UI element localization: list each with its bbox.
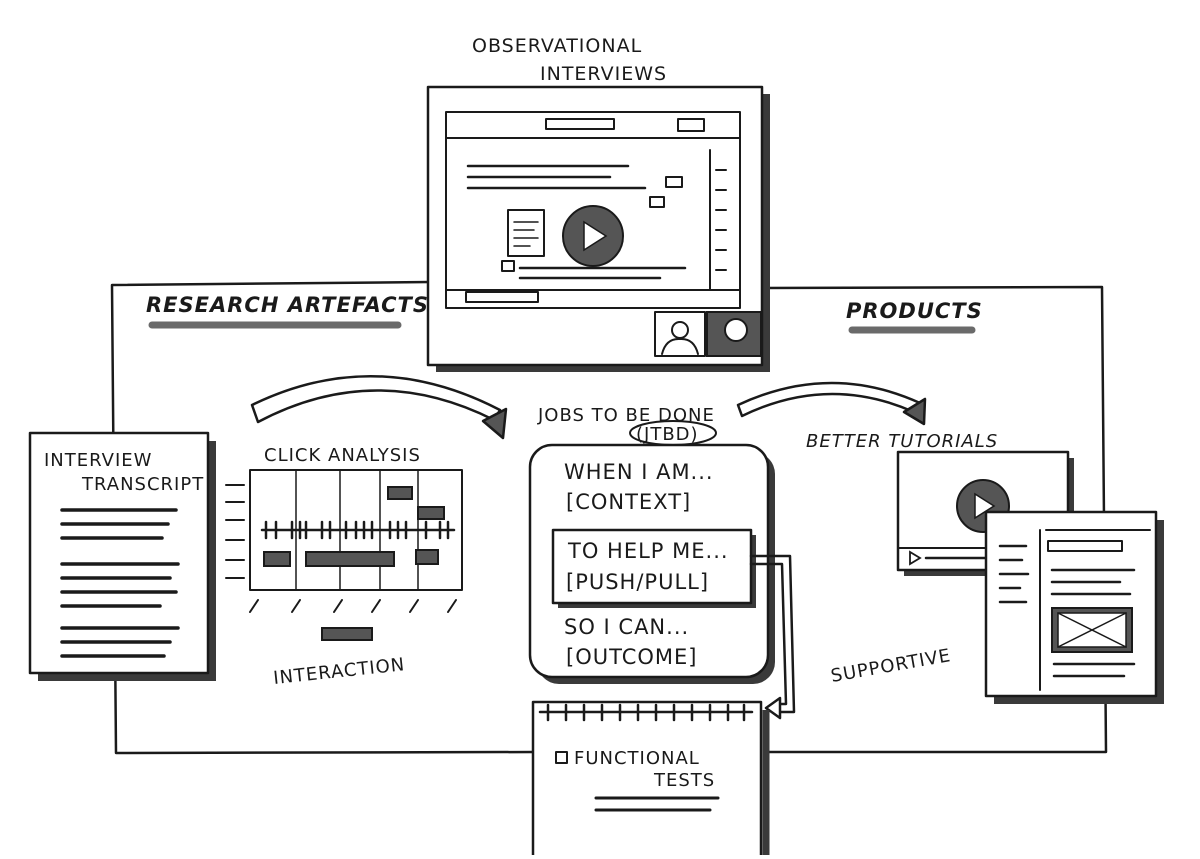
jtbd-help-box [551, 528, 753, 605]
research-artefacts-heading: RESEARCH ARTEFACTS [146, 293, 429, 317]
jtbd-abbr: (JTBD) [636, 424, 699, 445]
observational-title-line1: OBSERVATIONAL [472, 35, 642, 57]
arrow-jtbd-to-products [736, 381, 927, 426]
tutorial-docs-page [984, 510, 1158, 698]
click-analysis-caption: INTERACTION [272, 654, 406, 689]
play-icon [562, 205, 624, 267]
supportive-label: SUPPORTIVE [829, 645, 952, 687]
jtbd-push-pull: [PUSH/PULL] [566, 570, 709, 594]
person-icon [661, 321, 699, 355]
transcript-title-line2: TRANSCRIPT [81, 474, 204, 495]
jtbd-context: [CONTEXT] [566, 490, 691, 514]
notepad-page [531, 700, 763, 859]
functional-tests-notepad: FUNCTIONAL TESTS [531, 700, 770, 859]
transcript-page [28, 431, 210, 675]
jtbd-outcome: [OUTCOME] [566, 645, 697, 669]
products-heading: PRODUCTS [846, 299, 983, 323]
functional-tests-line1: FUNCTIONAL [574, 748, 700, 769]
camera-icon [724, 318, 748, 342]
checkbox-icon [555, 751, 568, 764]
image-placeholder-icon [1051, 607, 1133, 653]
better-tutorials-title: BETTER TUTORIALS [806, 431, 998, 452]
notepad-binding [538, 703, 754, 722]
better-tutorials: BETTER TUTORIALS [806, 431, 1164, 704]
arrow-jtbd-to-tests [749, 554, 796, 720]
interview-transcript: INTERVIEW TRANSCRIPT [28, 431, 216, 681]
click-analysis: CLICK ANALYSIS INTERACTION [225, 445, 463, 689]
transcript-title-line1: INTERVIEW [44, 450, 152, 471]
arrow-artefacts-to-jtbd [250, 374, 508, 440]
jtbd-so: SO I CAN... [564, 615, 689, 639]
click-analysis-title: CLICK ANALYSIS [264, 445, 421, 466]
jtbd: JOBS TO BE DONE (JTBD) WHEN I AM... [CON… [528, 405, 775, 684]
observational-title-line2: INTERVIEWS [540, 63, 667, 85]
jtbd-when: WHEN I AM... [564, 460, 714, 484]
jtbd-help: TO HELP ME... [567, 539, 729, 563]
jtbd-title: JOBS TO BE DONE [537, 405, 715, 426]
observational-interviews: OBSERVATIONAL INTERVIEWS [426, 35, 770, 372]
functional-tests-line2: TESTS [653, 770, 715, 791]
